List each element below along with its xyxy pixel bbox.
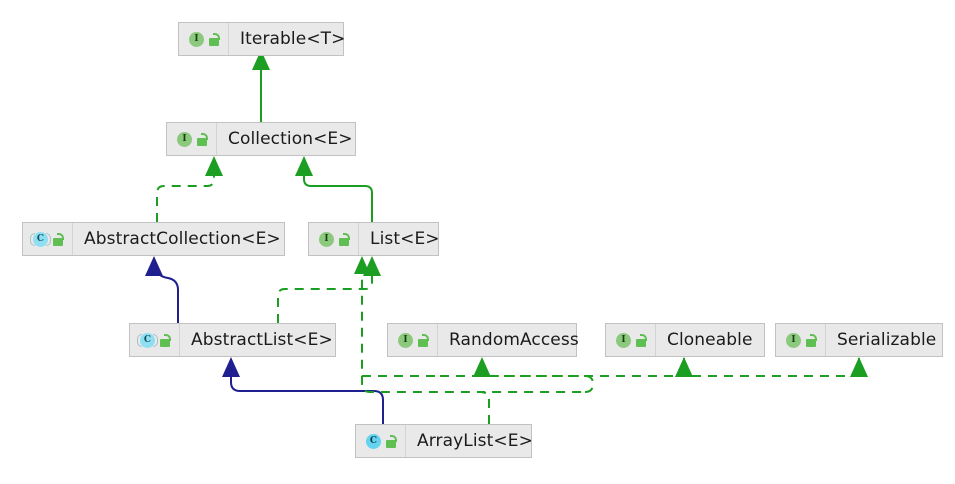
public-lock-icon [208, 32, 221, 47]
node-icon-group: I [606, 324, 656, 356]
node-icon-group: I [776, 324, 826, 356]
node-icon-group: C [356, 425, 406, 457]
node-randomaccess[interactable]: I RandomAccess [387, 323, 579, 357]
node-iterable[interactable]: I Iterable<T> [178, 22, 345, 56]
edge-arraylist-to-cloneable [440, 357, 693, 377]
abstract-class-icon: C [137, 332, 158, 349]
public-lock-icon [805, 333, 818, 348]
node-icon-group: C [130, 324, 180, 356]
node-abstractlist[interactable]: C AbstractList<E> [129, 323, 336, 357]
interface-icon: I [318, 231, 335, 248]
public-lock-icon [338, 232, 351, 247]
node-icon-group: I [309, 223, 359, 255]
node-serializable[interactable]: I Serializable [775, 323, 943, 357]
node-icon-group: I [167, 123, 217, 155]
public-lock-icon [635, 333, 648, 348]
node-collection[interactable]: I Collection<E> [166, 122, 356, 156]
edge-abstractlist-to-list [277, 256, 381, 323]
abstract-class-icon: C [30, 231, 51, 248]
node-label-cloneable: Cloneable [667, 329, 753, 350]
interface-icon: I [188, 31, 205, 48]
node-list[interactable]: I List<E> [308, 222, 440, 256]
public-lock-icon [385, 434, 398, 449]
edge-collection-to-iterable [252, 50, 270, 122]
node-icon-group: I [179, 23, 229, 55]
edge-arraylist-to-serializable [676, 357, 868, 377]
interface-icon: I [397, 332, 414, 349]
node-arraylist[interactable]: C ArrayList<E> [355, 424, 533, 458]
node-label-abstractlist: AbstractList<E> [191, 329, 333, 350]
public-lock-icon [159, 333, 172, 348]
interface-icon: I [176, 131, 193, 148]
node-label-serializable: Serializable [837, 329, 937, 350]
node-cloneable[interactable]: I Cloneable [605, 323, 765, 357]
node-label-abstractcollection: AbstractCollection<E> [84, 228, 281, 249]
interface-icon: I [785, 332, 802, 349]
edge-abstractcollection-to-collection [156, 156, 223, 222]
node-abstractcollection[interactable]: C AbstractCollection<E> [22, 222, 285, 256]
node-label-list: List<E> [370, 228, 440, 249]
edge-abstractlist-to-abstractcollection [145, 256, 179, 323]
public-lock-icon [417, 333, 430, 348]
edge-list-to-collection [295, 156, 373, 222]
node-icon-group: I [388, 324, 438, 356]
class-icon: C [365, 433, 382, 450]
node-label-iterable: Iterable<T> [240, 28, 346, 49]
node-label-randomaccess: RandomAccess [449, 329, 579, 350]
node-icon-group: C [23, 223, 73, 255]
interface-icon: I [615, 332, 632, 349]
node-label-arraylist: ArrayList<E> [417, 430, 533, 451]
public-lock-icon [52, 232, 65, 247]
node-label-collection: Collection<E> [228, 128, 353, 149]
edge-arraylist-to-abstractlist [222, 357, 384, 424]
edge-arraylist-to-randomaccess [473, 357, 595, 424]
public-lock-icon [196, 132, 209, 147]
